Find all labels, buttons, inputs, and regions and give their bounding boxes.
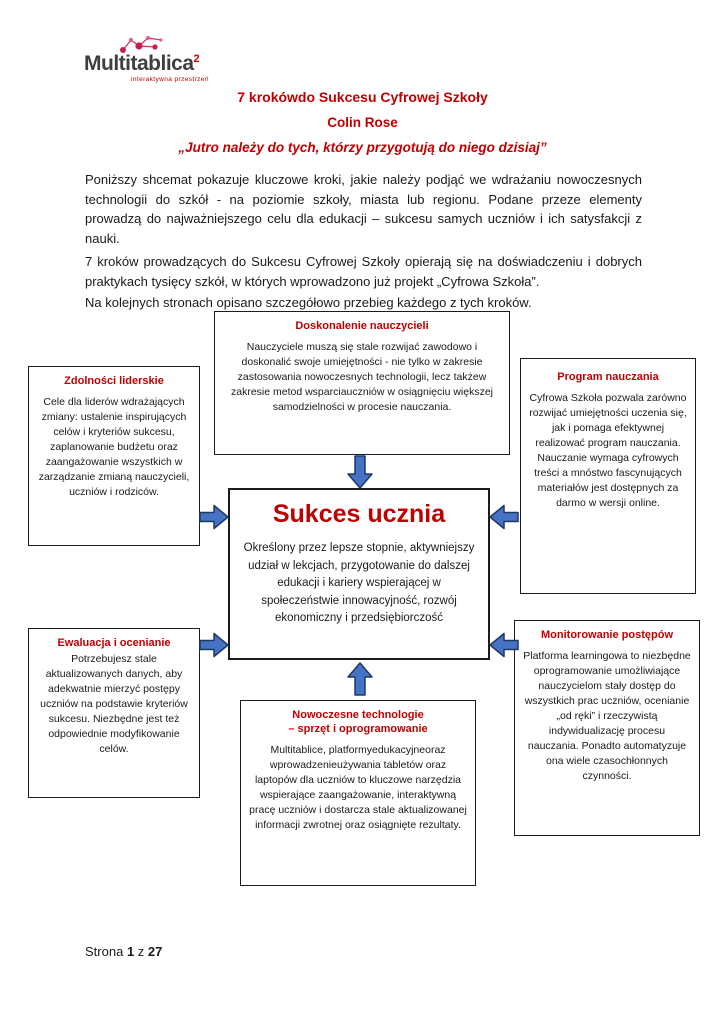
footer-of: z [137, 944, 145, 959]
box-title-ewaluacja: Ewaluacja i ocenianie [57, 637, 171, 649]
arrow-left-icon-bottom [489, 632, 519, 658]
box-body-sukces: Określony przez lepsze stopnie, aktywnie… [243, 542, 475, 624]
box-ewaluacja-i-ocenianie: Ewaluacja i ocenianie Potrzebujesz stale… [28, 628, 200, 798]
logo-superscript: 2 [193, 53, 200, 65]
author-name: Colin Rose [327, 115, 398, 130]
intro-paragraph-1: Poniższy shcemat pokazuje kluczowe kroki… [85, 172, 642, 246]
page-title: 7 krokówdo Sukcesu Cyfrowej Szkoły [237, 89, 488, 105]
box-nowoczesne-technologie: Nowoczesne technologie – sprzęt i oprogr… [240, 700, 476, 886]
intro-paragraph-3: Na kolejnych stronach opisano szczegółow… [85, 295, 532, 310]
box-doskonalenie-nauczycieli: Doskonalenie nauczycieli Nauczyciele mus… [214, 311, 510, 455]
box-title-sukces: Sukces ucznia [272, 500, 446, 528]
box-body-ewaluacja: Potrzebujesz stale aktualizowanych danyc… [40, 653, 188, 755]
logo: Multitablica2 interaktywna przestrzeń [84, 36, 254, 83]
arrow-right-icon-top [199, 504, 229, 530]
box-title-doskonalenie: Doskonalenie nauczycieli [295, 320, 429, 332]
box-title-technologie-2: – sprzęt i oprogramowanie [288, 723, 428, 735]
quote-text: „Jutro należy do tych, którzy przygotują… [178, 140, 547, 155]
footer-page-number: 1 [126, 944, 135, 959]
box-zdolnosci-liderskie: Zdolności liderskie Cele dla liderów wdr… [28, 366, 200, 546]
box-title-monitorowanie: Monitorowanie postępów [541, 629, 673, 641]
footer-label: Strona [85, 944, 124, 959]
footer-total-pages: 27 [147, 944, 163, 959]
arrow-up-icon [346, 662, 374, 696]
box-body-technologie: Multitablice, platformyedukacyjneoraz wp… [249, 744, 467, 831]
arrow-left-icon-top [489, 504, 519, 530]
box-title-program: Program nauczania [557, 371, 659, 383]
box-body-zdolnosci: Cele dla liderów wdrażających zmiany: us… [38, 396, 190, 498]
box-body-program: Cyfrowa Szkoła pozwala zarówno rozwijać … [529, 392, 687, 509]
box-body-monitorowanie: Platforma learningowa to niezbędne oprog… [523, 650, 691, 782]
logo-tagline: interaktywna przestrzeń [131, 76, 209, 83]
molecule-icon [120, 36, 163, 53]
box-body-doskonalenie: Nauczyciele muszą się stale rozwijać zaw… [230, 341, 494, 413]
arrow-right-icon-bottom [199, 632, 229, 658]
box-sukces-ucznia: Sukces ucznia Określony przez lepsze sto… [228, 488, 490, 660]
logo-brand-text: Multitablica [84, 52, 194, 75]
intro-paragraph-2: 7 kroków prowadzących do Sukcesu Cyfrowe… [85, 254, 642, 289]
box-program-nauczania: Program nauczania Cyfrowa Szkoła pozwala… [520, 358, 696, 594]
page-footer: Strona 1 z 27 [85, 944, 162, 959]
logo-brand: Multitablica2 [84, 52, 254, 76]
arrow-down-icon [346, 455, 374, 489]
box-title-zdolnosci: Zdolności liderskie [64, 375, 164, 387]
box-monitorowanie-postepow: Monitorowanie postępów Platforma learnin… [514, 620, 700, 836]
box-title-technologie-1: Nowoczesne technologie [292, 709, 424, 721]
